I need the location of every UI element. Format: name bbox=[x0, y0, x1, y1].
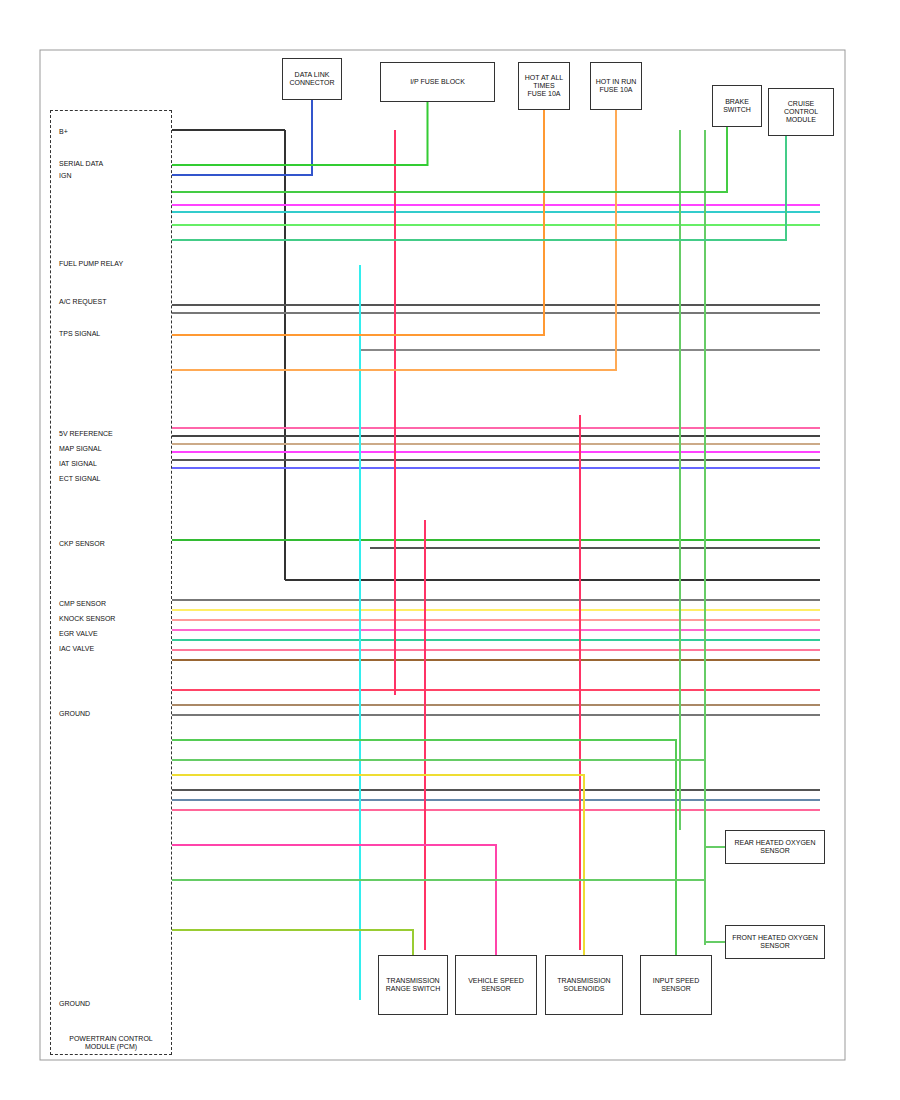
wire-connector bbox=[172, 760, 725, 847]
component-name: CRUISE CONTROL MODULE bbox=[772, 100, 830, 124]
component-note: FUSE 10A bbox=[526, 90, 561, 98]
wire-connector bbox=[172, 845, 496, 955]
wire-connector bbox=[172, 880, 725, 942]
pin-name: A/C REQUEST bbox=[58, 298, 107, 306]
component-box: CRUISE CONTROL MODULE bbox=[768, 88, 834, 136]
component-box: FRONT HEATED OXYGEN SENSOR bbox=[725, 925, 825, 959]
component-box: TRANSMISSION RANGE SWITCH bbox=[378, 955, 448, 1015]
component-box: INPUT SPEED SENSOR bbox=[640, 955, 712, 1015]
component-box: HOT AT ALL TIMESFUSE 10A bbox=[518, 62, 570, 110]
component-box: TRANSMISSION SOLENOIDS bbox=[545, 955, 623, 1015]
pin-name: IGN bbox=[58, 172, 72, 180]
component-box: HOT IN RUNFUSE 10A bbox=[590, 62, 642, 110]
control-module: POWERTRAIN CONTROL MODULE (PCM) bbox=[50, 110, 172, 1055]
pin-name: 5V REFERENCE bbox=[58, 430, 114, 438]
wire-connector bbox=[172, 110, 544, 335]
pin-name: ECT SIGNAL bbox=[58, 475, 102, 483]
wire-connector bbox=[172, 930, 413, 955]
component-name: TRANSMISSION RANGE SWITCH bbox=[382, 977, 444, 993]
pin-name: GROUND bbox=[58, 1000, 91, 1008]
wire-bundle bbox=[172, 130, 820, 1000]
wire-connector bbox=[172, 740, 676, 955]
component-name: POWERTRAIN CONTROL MODULE (PCM) bbox=[54, 1035, 168, 1051]
pin-name: EGR VALVE bbox=[58, 630, 99, 638]
component-name: FRONT HEATED OXYGEN SENSOR bbox=[729, 934, 821, 950]
component-box: BRAKE SWITCH bbox=[712, 85, 762, 127]
pin-name: IAC VALVE bbox=[58, 645, 95, 653]
component-box: DATA LINK CONNECTOR bbox=[282, 58, 342, 100]
pin-name: FUEL PUMP RELAY bbox=[58, 260, 124, 268]
wire-connector bbox=[172, 775, 584, 955]
pin-name: MAP SIGNAL bbox=[58, 445, 103, 453]
component-name: HOT IN RUN bbox=[595, 78, 638, 86]
pin-name: TPS SIGNAL bbox=[58, 330, 101, 338]
component-name: VEHICLE SPEED SENSOR bbox=[459, 977, 533, 993]
wire-connector bbox=[172, 136, 786, 240]
component-box: I/P FUSE BLOCK bbox=[380, 62, 495, 102]
component-box: VEHICLE SPEED SENSOR bbox=[455, 955, 537, 1015]
pin-name: GROUND bbox=[58, 710, 91, 718]
component-name: HOT AT ALL TIMES bbox=[522, 74, 566, 90]
pin-name: CKP SENSOR bbox=[58, 540, 106, 548]
component-name: I/P FUSE BLOCK bbox=[409, 78, 466, 86]
component-name: REAR HEATED OXYGEN SENSOR bbox=[729, 839, 821, 855]
wire-connector bbox=[172, 127, 727, 192]
wire-connector bbox=[172, 102, 428, 165]
component-note: FUSE 10A bbox=[598, 86, 633, 94]
pin-name: KNOCK SENSOR bbox=[58, 615, 116, 623]
pin-name: IAT SIGNAL bbox=[58, 460, 98, 468]
pin-name: SERIAL DATA bbox=[58, 160, 104, 168]
component-name: INPUT SPEED SENSOR bbox=[644, 977, 708, 993]
pin-name: B+ bbox=[58, 128, 69, 136]
wire-connector bbox=[172, 100, 312, 175]
pin-name: CMP SENSOR bbox=[58, 600, 107, 608]
component-name: DATA LINK CONNECTOR bbox=[286, 71, 338, 87]
component-box: REAR HEATED OXYGEN SENSOR bbox=[725, 830, 825, 864]
component-name: BRAKE SWITCH bbox=[716, 98, 758, 114]
component-name: TRANSMISSION SOLENOIDS bbox=[549, 977, 619, 993]
page-frame bbox=[40, 50, 845, 1060]
